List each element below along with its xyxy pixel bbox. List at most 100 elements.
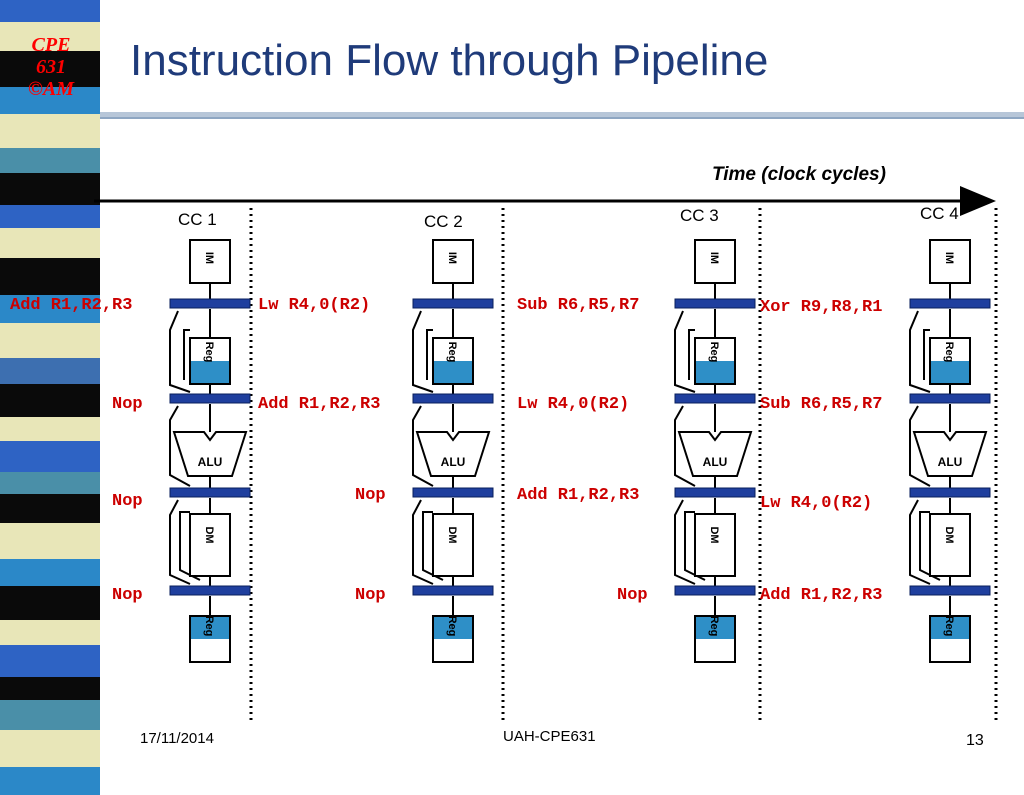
reg-wb-label: Reg [446, 616, 458, 637]
stripe-segment [0, 677, 100, 700]
stripe-segment [0, 620, 100, 645]
reg-wb-label: Reg [708, 616, 720, 637]
stripe-segment [0, 22, 100, 51]
pipeline-register [412, 487, 494, 498]
clock-cycle-label: CC 1 [178, 210, 217, 229]
register-file-read-half [931, 361, 969, 383]
instruction-memory [929, 239, 971, 284]
reg-wb-label: Reg [203, 616, 215, 637]
dm-label: DM [708, 526, 720, 543]
instruction-memory [432, 239, 474, 284]
pipeline-path [412, 499, 434, 585]
stripe-segment [0, 51, 100, 87]
instruction-label: Add R1,R2,R3 [760, 586, 883, 605]
pipeline-path [183, 329, 190, 380]
alu [415, 431, 491, 477]
pipeline-path [169, 499, 191, 585]
instruction-label: Nop [355, 486, 386, 505]
instruction-memory [189, 239, 231, 284]
pipeline-register [169, 393, 251, 404]
data-memory [694, 513, 736, 577]
im-label: IM [203, 252, 215, 264]
im-label: IM [446, 252, 458, 264]
register-file-read-half [191, 361, 229, 383]
stripe-segment [0, 700, 100, 730]
stripe-segment [0, 173, 100, 205]
alu-label: ALU [441, 455, 466, 469]
data-memory [189, 513, 231, 577]
instruction-label: Lw R4,0(R2) [258, 296, 371, 315]
data-memory [432, 513, 474, 577]
pipeline-path [412, 405, 434, 487]
pipeline-path [688, 329, 695, 380]
stripe-segment [0, 523, 100, 559]
stripe-segment [0, 0, 100, 22]
instruction-label: Add R1,R2,R3 [517, 486, 640, 505]
register-file-write-half [931, 617, 969, 639]
dm-label: DM [943, 526, 955, 543]
pipeline-path [909, 310, 931, 393]
title-divider-shadow [100, 117, 1024, 119]
instruction-label: Sub R6,R5,R7 [760, 395, 883, 414]
footer-date: 17/11/2014 [140, 730, 214, 747]
clock-cycle-label: CC 3 [680, 206, 719, 225]
register-file-write-half [191, 617, 229, 639]
pipeline-register [412, 298, 494, 309]
reg-label: Reg [203, 342, 215, 363]
alu-label: ALU [703, 455, 728, 469]
alu-label: ALU [938, 455, 963, 469]
stripe-segment [0, 645, 100, 677]
pipeline-path [909, 405, 931, 487]
stripe-segment [0, 87, 100, 114]
im-label: IM [708, 252, 720, 264]
stripe-segment [0, 358, 100, 384]
time-axis-label: Time (clock cycles) [712, 164, 886, 185]
pipeline-path [923, 329, 930, 380]
course-logo: CPE 631 ©AM [16, 34, 86, 100]
stripe-segment [0, 586, 100, 620]
stripe-segment [0, 559, 100, 586]
instruction-label: Add R1,R2,R3 [10, 296, 133, 315]
instruction-label: Nop [112, 586, 143, 605]
pipeline-register [674, 585, 756, 596]
pipeline-register [909, 298, 991, 309]
pipeline-register [169, 298, 251, 309]
dm-label: DM [203, 526, 215, 543]
pipeline-register [909, 585, 991, 596]
pipeline-diagram: IMRegALUDMRegIMRegALUDMRegIMRegALUDMRegI… [94, 186, 998, 720]
pipeline-register [412, 585, 494, 596]
stripe-segment [0, 767, 100, 795]
instruction-label: Nop [112, 395, 143, 414]
pipeline-path [674, 499, 696, 585]
register-file-write-half [696, 617, 734, 639]
stripe-segment [0, 494, 100, 523]
reg-label: Reg [708, 342, 720, 363]
stripe-segment [0, 205, 100, 228]
stripe-segment [0, 114, 100, 148]
logo-line-3: ©AM [27, 78, 75, 100]
im-label: IM [943, 252, 955, 264]
stripe-segment [0, 258, 100, 295]
logo-line-2: 631 [36, 56, 66, 78]
alu [172, 431, 248, 477]
dm-label: DM [446, 526, 458, 543]
alu [912, 431, 988, 477]
instruction-label: Nop [617, 586, 648, 605]
footer-center: UAH-CPE631 [503, 728, 596, 745]
data-memory [929, 513, 971, 577]
pipeline-path [909, 499, 931, 585]
register-file-read-half [434, 361, 472, 383]
pipeline-path [412, 310, 434, 393]
pipeline-path [674, 405, 696, 487]
pipeline-path [674, 310, 696, 393]
pipeline-register [412, 393, 494, 404]
clock-cycle-label: CC 4 [920, 204, 959, 223]
instruction-label: Sub R6,R5,R7 [517, 296, 640, 315]
instruction-label: Nop [355, 586, 386, 605]
title-divider [100, 112, 1024, 117]
pipeline-register [674, 487, 756, 498]
stripe-segment [0, 295, 100, 323]
stripe-segment [0, 323, 100, 358]
instruction-label: Xor R9,R8,R1 [760, 298, 883, 317]
alu [677, 431, 753, 477]
